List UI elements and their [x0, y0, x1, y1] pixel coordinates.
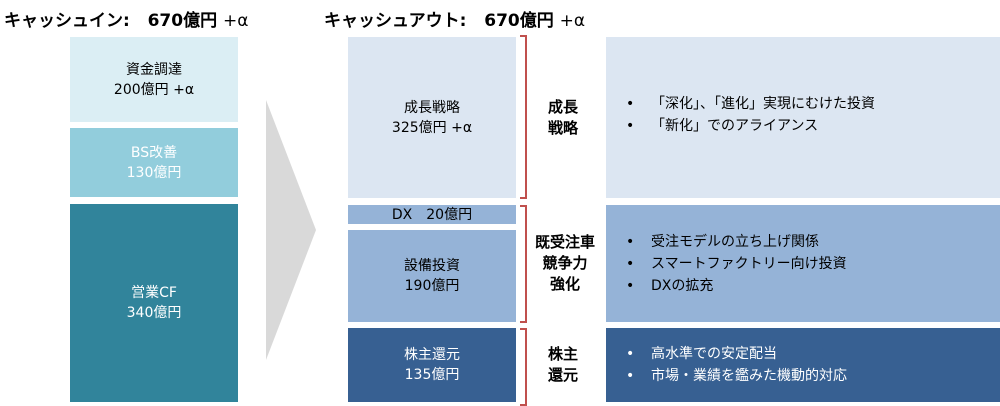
- cash-in-funding: 資金調達 200億円 +α: [70, 37, 238, 122]
- cash-out-label: キャッシュアウト:: [324, 11, 467, 31]
- cash-out-header: キャッシュアウト: 670億円 +α: [324, 6, 585, 31]
- cash-in-header: キャッシュイン: 670億円 +α: [4, 6, 248, 31]
- label-line: 株主: [547, 345, 578, 363]
- label-line: 成長: [547, 97, 578, 116]
- list-item: 高水準での安定配当: [626, 343, 1000, 365]
- list-item: 市場・業績を鑑みた機動的対応: [626, 365, 1000, 387]
- box-name: 株主還元: [404, 347, 460, 363]
- cash-in-operating-cf: 営業CF 340億円: [70, 204, 238, 402]
- shareholder-panel: 高水準での安定配当 市場・業績を鑑みた機動的対応: [606, 328, 1000, 402]
- category-shareholder-label: 株主還元: [528, 328, 598, 402]
- bracket: [520, 205, 527, 323]
- cash-in-label: キャッシュイン:: [4, 11, 130, 31]
- box-amount: 190億円: [404, 278, 460, 294]
- cash-out-alpha: +α: [559, 11, 586, 31]
- label-line: 強化: [549, 275, 580, 293]
- box-name: 資金調達: [126, 61, 182, 78]
- box-amount: 130億円: [126, 164, 182, 181]
- cash-out-shareholder: 株主還元 135億円: [348, 328, 516, 402]
- category-growth-label: 成長戦略: [528, 37, 598, 198]
- growth-panel: 「深化」、「進化」実現にむけた投資 「新化」でのアライアンス: [606, 37, 1000, 198]
- list-item: スマートファクトリー向け投資: [626, 253, 1000, 275]
- label-line: 還元: [547, 366, 578, 384]
- bracket: [520, 328, 527, 406]
- label-line: 競争力: [542, 254, 588, 272]
- category-competitiveness-label: 既受注車競争力強化: [528, 205, 602, 322]
- box-amount: 325億円 +α: [391, 119, 473, 136]
- cash-in-alpha: +α: [223, 11, 249, 31]
- label-line: 既受注車: [534, 233, 595, 251]
- cash-out-amount: 670億円: [484, 11, 554, 31]
- arrow-icon: [266, 100, 316, 360]
- cash-out-capex: 設備投資 190億円: [348, 230, 516, 322]
- box-name: BS改善: [130, 144, 178, 161]
- box-name: 成長戦略: [404, 99, 460, 116]
- list-item: 受注モデルの立ち上げ関係: [626, 231, 1000, 253]
- cash-out-dx: DX 20億円: [348, 205, 516, 224]
- box-name: DX 20億円: [391, 206, 473, 223]
- label-line: 戦略: [547, 118, 578, 137]
- box-amount: 340億円: [126, 305, 182, 321]
- box-name: 営業CF: [131, 285, 177, 301]
- box-amount: 200億円 +α: [113, 81, 195, 98]
- cash-in-bs: BS改善 130億円: [70, 128, 238, 197]
- cash-out-growth: 成長戦略 325億円 +α: [348, 37, 516, 198]
- competitiveness-panel: 受注モデルの立ち上げ関係 スマートファクトリー向け投資 DXの拡充: [606, 205, 1000, 322]
- list-item: DXの拡充: [626, 275, 1000, 297]
- box-name: 設備投資: [404, 258, 460, 274]
- cash-in-amount: 670億円: [147, 11, 218, 31]
- list-item: 「新化」でのアライアンス: [626, 115, 1000, 137]
- bracket: [520, 35, 527, 199]
- list-item: 「深化」、「進化」実現にむけた投資: [626, 93, 1000, 115]
- box-amount: 135億円: [404, 367, 460, 383]
